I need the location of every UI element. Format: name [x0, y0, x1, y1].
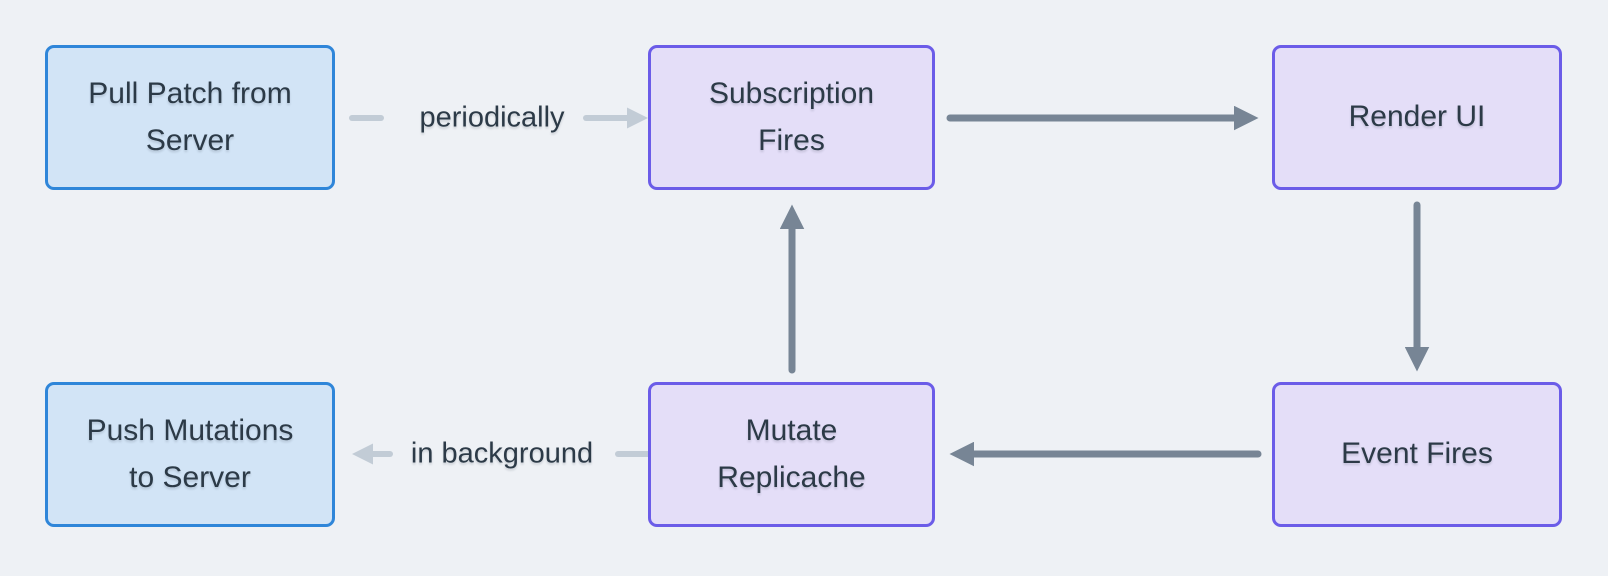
node-label: Event Fires: [1341, 437, 1493, 471]
node-label: Pull Patch from Server: [88, 77, 292, 157]
node-mutate-replicache: Mutate Replicache: [648, 382, 935, 527]
edge-label-periodically: periodically: [419, 101, 565, 134]
node-label: Mutate Replicache: [717, 414, 866, 494]
node-label: Push Mutations to Server: [86, 414, 294, 494]
node-render-ui: Render UI: [1272, 45, 1562, 190]
node-subscription-fires: Subscription Fires: [648, 45, 935, 190]
node-event-fires: Event Fires: [1272, 382, 1562, 527]
node-pull-patch-from-server: Pull Patch from Server: [45, 45, 335, 190]
node-label: Render UI: [1348, 100, 1486, 134]
edge-label-in-background: in background: [410, 437, 594, 470]
node-label: Subscription Fires: [708, 77, 875, 157]
node-push-mutations-to-server: Push Mutations to Server: [45, 382, 335, 527]
